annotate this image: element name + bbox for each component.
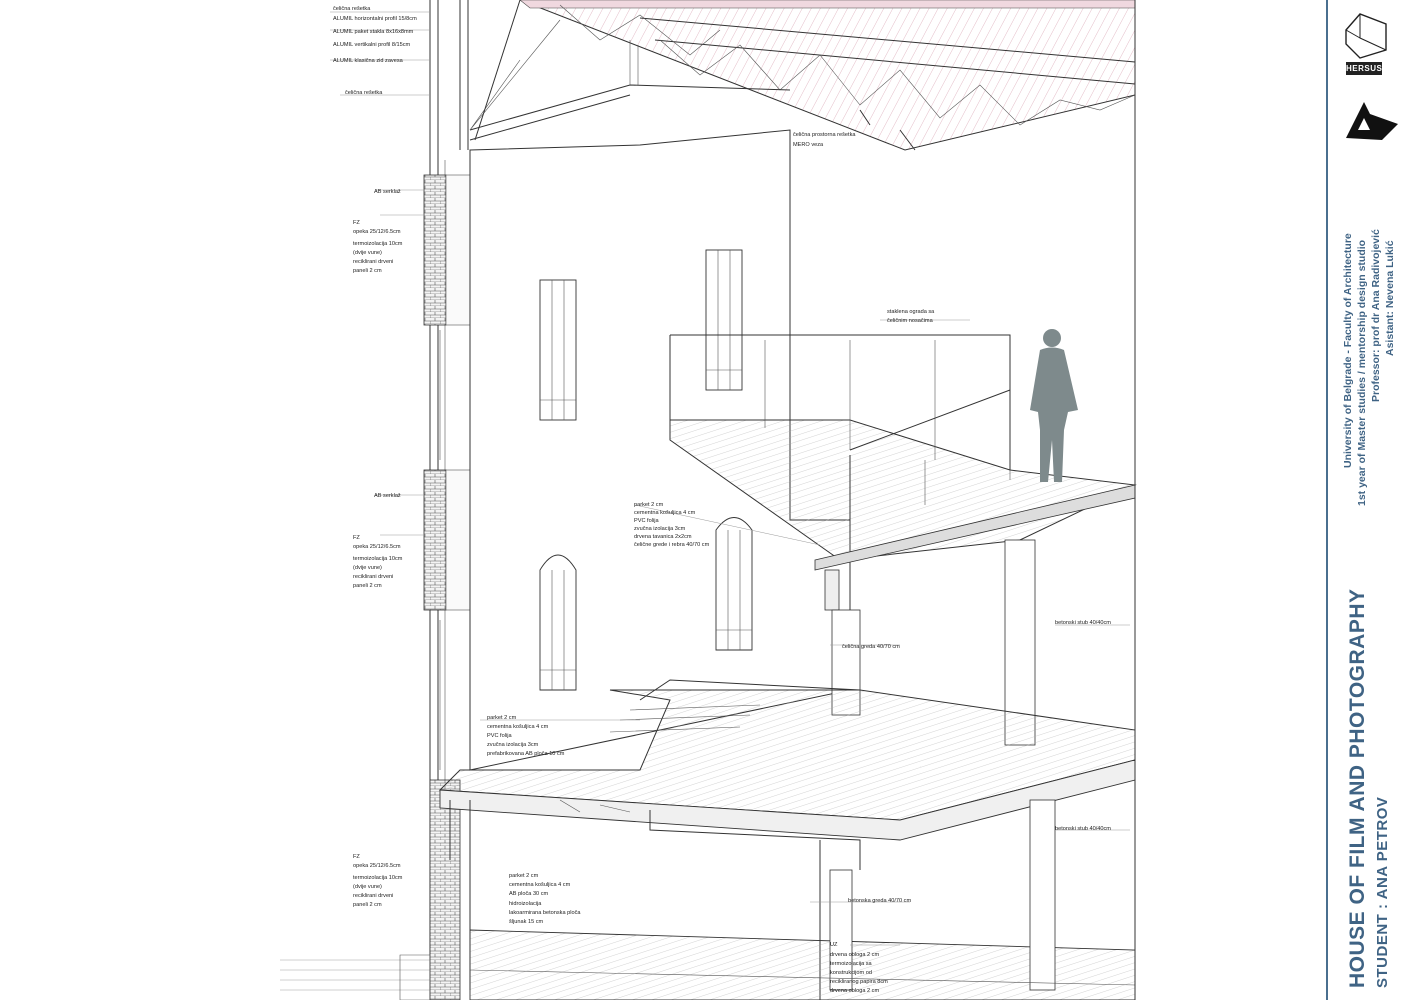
svg-text:termoizolacija 10cm: termoizolacija 10cm xyxy=(353,875,403,881)
svg-text:šljunak 15 cm: šljunak 15 cm xyxy=(509,919,544,925)
label-fz-2: FZ opeka 25/12/6.5cm termoizolacija 10cm… xyxy=(353,535,403,589)
label-concrete-column-1: betonski stub 40/40cm xyxy=(1055,620,1111,626)
annotation-leaders xyxy=(330,11,1130,946)
label-ground-floor: parket 2 cm cementna košuljica 4 cm AB p… xyxy=(509,873,581,925)
svg-text:UZ: UZ xyxy=(830,942,838,948)
glass-balcony xyxy=(669,334,1137,746)
left-facade xyxy=(423,0,471,1000)
svg-text:(dvije vune): (dvije vune) xyxy=(353,565,382,571)
svg-text:paneli 2 cm: paneli 2 cm xyxy=(353,902,382,908)
label-fz-1: FZ opeka 25/12/6.5cm termoizolacija 10cm… xyxy=(353,220,403,274)
svg-text:(dvije vune): (dvije vune) xyxy=(353,884,382,890)
svg-text:termoizolacija sa: termoizolacija sa xyxy=(830,961,873,967)
svg-text:FZ: FZ xyxy=(353,854,360,860)
label-steel-truss: čelična rešetka xyxy=(345,90,383,96)
label-glass-rail: staklena ograda sa čeličnim nosačima xyxy=(887,309,935,324)
roof-structure xyxy=(519,0,1136,151)
hersus-badge: HERSUS xyxy=(1346,62,1383,75)
svg-text:čelične grede i rebra 40/70 cm: čelične grede i rebra 40/70 cm xyxy=(634,542,710,548)
title-sidebar xyxy=(1326,0,1414,1000)
svg-text:čeličnim nosačima: čeličnim nosačima xyxy=(887,318,934,324)
sidebar-divider xyxy=(1326,0,1328,1000)
svg-text:PVC folija: PVC folija xyxy=(634,518,659,524)
label-floor-1: parket 2 cm cementna košuljica 4 cm PVC … xyxy=(487,715,565,757)
label-alumil-wall: ALUMIL klasična zid zavesa xyxy=(333,58,404,64)
label-alumil-glass: ALUMIL paket stakla 8x16x8mm xyxy=(333,29,414,35)
svg-text:reciklirani drveni: reciklirani drveni xyxy=(353,893,393,899)
label-space-truss-2: MERO veza xyxy=(793,142,824,148)
svg-text:parket 2 cm: parket 2 cm xyxy=(487,715,517,721)
svg-text:opeka 25/12/6.5cm: opeka 25/12/6.5cm xyxy=(353,229,401,235)
svg-text:PVC folija: PVC folija xyxy=(487,733,512,739)
label-ab-serklaz-2: AB serklaž xyxy=(374,493,401,499)
svg-text:zvučna izolacija 3cm: zvučna izolacija 3cm xyxy=(487,742,539,748)
label-ab-serklaz-1: AB serklaž xyxy=(374,189,401,195)
svg-text:drvena tavanica 2x2cm: drvena tavanica 2x2cm xyxy=(634,534,692,540)
svg-text:(dvije vune): (dvije vune) xyxy=(353,250,382,256)
label-uz: UZ drvena obloga 2 cm termoizolacija sa … xyxy=(830,942,888,994)
svg-text:opeka 25/12/6.5cm: opeka 25/12/6.5cm xyxy=(353,863,401,869)
svg-text:cementna košuljica 4 cm: cementna košuljica 4 cm xyxy=(509,882,571,888)
info-line-professor: Professor: prof dr Ana Radivojević xyxy=(1370,229,1382,402)
svg-text:FZ: FZ xyxy=(353,220,360,226)
svg-text:drvena obloga 2 cm: drvena obloga 2 cm xyxy=(830,952,879,958)
student-name: STUDENT : ANA PETROV xyxy=(1374,796,1391,988)
label-concrete-column-2: betonski stub 40/40cm xyxy=(1055,826,1111,832)
steel-truss-frame xyxy=(459,0,791,150)
label-fz-3: FZ opeka 25/12/6.5cm termoizolacija 10cm… xyxy=(353,854,403,908)
svg-text:paneli 2 cm: paneli 2 cm xyxy=(353,583,382,589)
svg-text:konstrukcijom od: konstrukcijom od xyxy=(830,970,872,976)
info-line-studies: 1st year of Master studies / mentorship … xyxy=(1356,239,1368,506)
label-space-truss-1: čelična prostorna rešetka xyxy=(793,132,856,138)
label-balcony-floor: parket 2 cm cementna košuljica 4 cm PVC … xyxy=(634,502,710,548)
svg-text:opeka 25/12/6.5cm: opeka 25/12/6.5cm xyxy=(353,544,401,550)
svg-text:drvena obloga 2 cm: drvena obloga 2 cm xyxy=(830,988,879,994)
annotation-labels: čelična rešetka ALUMIL horizontalni prof… xyxy=(333,6,1111,994)
label-concrete-beam: betonska greda 40/70 cm xyxy=(848,898,911,904)
svg-text:lakoarmirana betonska ploča: lakoarmirana betonska ploča xyxy=(509,910,581,916)
middle-floor-slab xyxy=(438,679,1136,1000)
label-roof-truss: čelična rešetka xyxy=(333,6,371,12)
svg-text:staklena ograda sa: staklena ograda sa xyxy=(887,309,935,315)
faculty-logo-icon xyxy=(1346,102,1398,140)
svg-text:AB ploča 30 cm: AB ploča 30 cm xyxy=(509,891,549,897)
svg-text:reciklirani drveni: reciklirani drveni xyxy=(353,574,393,580)
svg-text:parket 2 cm: parket 2 cm xyxy=(634,502,664,508)
svg-text:prefabrikovana AB ploča 10 cm: prefabrikovana AB ploča 10 cm xyxy=(487,751,565,757)
main-title: HOUSE OF FILM AND PHOTOGRAPHY xyxy=(1346,588,1369,988)
svg-text:termoizolacija 10cm: termoizolacija 10cm xyxy=(353,556,403,562)
svg-text:recikliranog papira 8cm: recikliranog papira 8cm xyxy=(830,979,888,985)
svg-text:hidroizolacija: hidroizolacija xyxy=(509,901,542,907)
label-alumil-horizontal: ALUMIL horizontalni profil 15/8cm xyxy=(333,16,417,22)
svg-text:cementna košuljica 4 cm: cementna košuljica 4 cm xyxy=(487,724,549,730)
svg-text:parket 2 cm: parket 2 cm xyxy=(509,873,539,879)
hersus-logo-icon xyxy=(1345,13,1387,59)
ground-floor xyxy=(280,799,1136,1000)
svg-text:termoizolacija 10cm: termoizolacija 10cm xyxy=(353,241,403,247)
svg-text:cementna košuljica 4 cm: cementna košuljica 4 cm xyxy=(634,510,696,516)
svg-text:reciklirani drveni: reciklirani drveni xyxy=(353,259,393,265)
info-line-university: University of Belgrade - Faculty of Arch… xyxy=(1342,233,1354,468)
svg-text:FZ: FZ xyxy=(353,535,360,541)
svg-text:zvučna izolacija 3cm: zvučna izolacija 3cm xyxy=(634,526,686,532)
label-steel-beam: čelična greda 40/70 cm xyxy=(842,644,900,650)
human-figure xyxy=(1030,329,1078,482)
svg-text:paneli 2 cm: paneli 2 cm xyxy=(353,268,382,274)
label-alumil-vertical: ALUMIL vertikalni profil 8/15cm xyxy=(333,42,411,48)
info-line-assistant: Asistant: Nevena Lukić xyxy=(1384,240,1396,356)
